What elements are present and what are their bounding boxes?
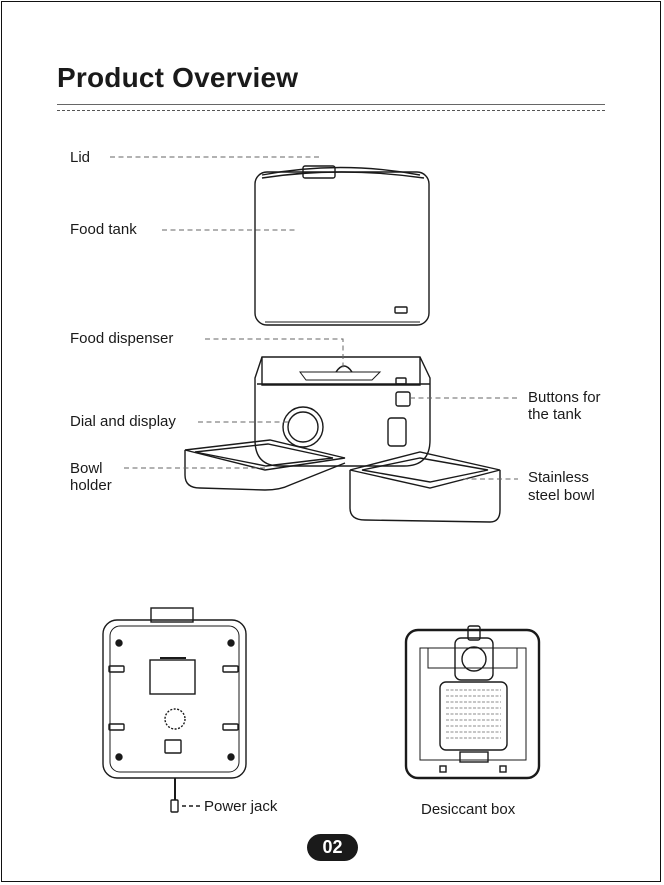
bottom-view-drawing — [103, 608, 246, 812]
label-food-dispenser: Food dispenser — [70, 330, 173, 347]
page-number-badge: 02 — [307, 834, 358, 861]
left-bowl-drawing — [185, 440, 345, 490]
dispenser-base-drawing — [255, 357, 430, 466]
label-stainless-line1: Stainless — [528, 469, 589, 486]
food-tank-drawing — [255, 166, 429, 325]
food-dispenser-leader — [205, 339, 343, 370]
label-bowl-holder-line2: holder — [70, 477, 112, 494]
label-stainless-line2: steel bowl — [528, 487, 595, 504]
label-bowl-holder-line1: Bowl — [70, 460, 103, 477]
label-power-jack: Power jack — [204, 798, 277, 815]
right-bowl-drawing — [350, 452, 500, 522]
label-dial-display: Dial and display — [70, 413, 176, 430]
label-desiccant-box: Desiccant box — [421, 801, 515, 818]
label-buttons-tank-line2: the tank — [528, 406, 581, 423]
label-food-tank: Food tank — [70, 221, 137, 238]
label-lid: Lid — [70, 149, 90, 166]
desiccant-view-drawing — [406, 626, 539, 778]
label-buttons-tank-line1: Buttons for — [528, 389, 601, 406]
